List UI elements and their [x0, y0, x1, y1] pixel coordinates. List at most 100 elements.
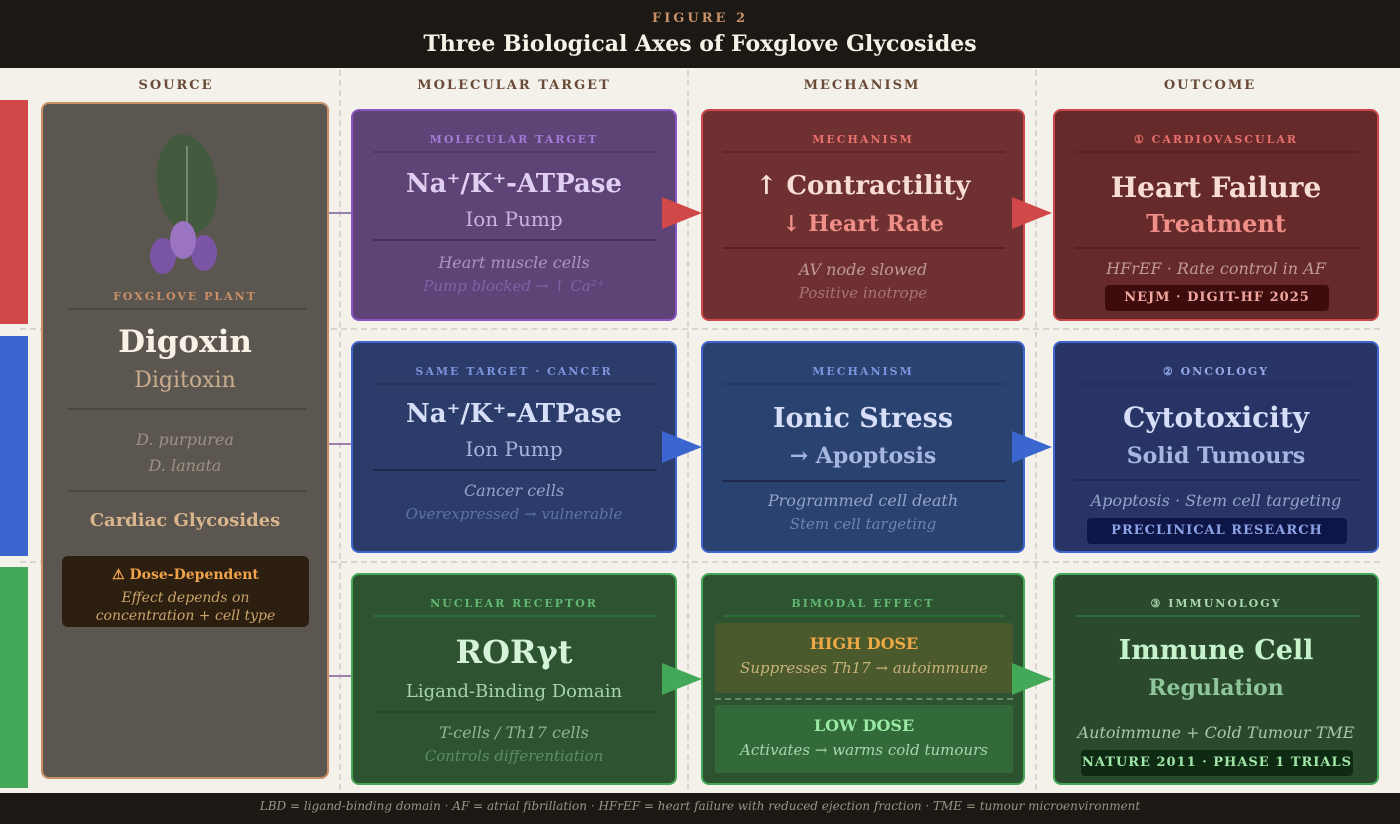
- card-detail: Stem cell targeting: [789, 515, 937, 533]
- card-subtitle: Ion Pump: [465, 437, 563, 461]
- target-card-immunology: NUCLEAR RECEPTOR RORγt Ligand-Binding Do…: [351, 573, 677, 785]
- divider: [373, 151, 657, 153]
- card-label: MECHANISM: [812, 133, 914, 146]
- row-bar-oncology: [0, 336, 28, 556]
- divider: [68, 408, 306, 410]
- low-dose-title: LOW DOSE: [813, 716, 915, 735]
- divider: [723, 151, 1005, 153]
- divider: [1075, 711, 1359, 713]
- divider: [1075, 383, 1359, 385]
- card-detail: Overexpressed → vulnerable: [405, 505, 623, 523]
- divider: [373, 469, 657, 471]
- card-subtitle: Regulation: [1148, 675, 1284, 701]
- row-bar-cardiovascular: [0, 100, 28, 324]
- citation-badge: NATURE 2011 · PHASE 1 TRIALS: [1081, 750, 1353, 776]
- divider: [723, 247, 1005, 249]
- divider: [1075, 247, 1359, 249]
- row-divider: [20, 561, 1380, 563]
- card-label: MOLECULAR TARGET: [429, 133, 599, 146]
- high-dose-title: HIGH DOSE: [809, 634, 919, 653]
- card-title: Cytotoxicity: [1123, 401, 1309, 434]
- arrow-right-icon: [662, 197, 702, 229]
- species-purpurea: D. purpurea: [136, 430, 234, 449]
- card-label: ① CARDIOVASCULAR: [1133, 133, 1299, 146]
- card-title: Na⁺/K⁺-ATPase: [406, 169, 622, 199]
- arrow-right-icon: [1012, 663, 1052, 695]
- card-detail: Apoptosis · Stem cell targeting: [1090, 491, 1342, 510]
- connector-line: [329, 443, 351, 445]
- source-card: FOXGLOVE PLANT Digoxin Digitoxin D. purp…: [41, 102, 329, 779]
- card-title: ↑ Contractility: [755, 171, 971, 201]
- high-dose-text: Suppresses Th17 → autoimmune: [740, 659, 988, 677]
- row-divider: [20, 328, 1380, 330]
- column-header-source: SOURCE: [138, 78, 214, 93]
- card-label: BIMODAL EFFECT: [791, 597, 935, 610]
- figure-header: FIGURE 2 Three Biological Axes of Foxglo…: [0, 0, 1400, 68]
- row-bar-immunology: [0, 567, 28, 788]
- card-subtitle: Solid Tumours: [1126, 443, 1306, 469]
- divider: [373, 711, 657, 713]
- card-label: NUCLEAR RECEPTOR: [430, 597, 598, 610]
- divider: [1075, 479, 1359, 481]
- target-card-cardio: MOLECULAR TARGET Na⁺/K⁺-ATPase Ion Pump …: [351, 109, 677, 321]
- card-subtitle: → Apoptosis: [789, 443, 937, 469]
- column-divider: [1035, 70, 1037, 790]
- card-detail: Autoimmune + Cold Tumour TME: [1077, 723, 1355, 742]
- card-detail: HFrEF · Rate control in AF: [1106, 259, 1326, 278]
- column-header-outcome: OUTCOME: [1163, 78, 1257, 93]
- outcome-card-cardio: ① CARDIOVASCULAR Heart Failure Treatment…: [1053, 109, 1379, 321]
- arrow-right-icon: [1012, 197, 1052, 229]
- divider: [373, 239, 657, 241]
- card-detail: Programmed cell death: [767, 491, 959, 510]
- card-detail: Pump blocked → ↑ Ca²⁺: [423, 277, 605, 295]
- divider: [723, 615, 1005, 617]
- card-label: ② ONCOLOGY: [1162, 365, 1270, 378]
- card-detail: AV node slowed: [798, 260, 928, 279]
- abbreviations-footer: LBD = ligand-binding domain · AF = atria…: [0, 793, 1400, 824]
- connector-line: [329, 675, 351, 677]
- arrow-right-icon: [662, 431, 702, 463]
- target-card-oncology: SAME TARGET · CANCER Na⁺/K⁺-ATPase Ion P…: [351, 341, 677, 553]
- card-title: Ionic Stress: [772, 403, 954, 434]
- low-dose-box: LOW DOSE Activates → warms cold tumours: [715, 705, 1013, 773]
- drug-digoxin: Digoxin: [118, 324, 252, 360]
- divider: [68, 308, 306, 310]
- divider: [723, 383, 1005, 385]
- card-label: SAME TARGET · CANCER: [415, 365, 613, 378]
- card-title: Heart Failure: [1110, 171, 1322, 204]
- mechanism-card-cardio: MECHANISM ↑ Contractility ↓ Heart Rate A…: [701, 109, 1025, 321]
- dose-warning-text: concentration + cell type: [95, 608, 276, 624]
- dose-warning-text: Effect depends on: [121, 590, 250, 606]
- outcome-card-immunology: ③ IMMUNOLOGY Immune Cell Regulation Auto…: [1053, 573, 1379, 785]
- divider: [68, 490, 306, 492]
- outcome-card-oncology: ② ONCOLOGY Cytotoxicity Solid Tumours Ap…: [1053, 341, 1379, 553]
- divider: [373, 383, 657, 385]
- arrow-right-icon: [662, 663, 702, 695]
- foxglove-icon: [150, 134, 218, 274]
- card-subtitle: Ligand-Binding Domain: [405, 681, 623, 702]
- divider: [373, 615, 657, 617]
- figure-title: Three Biological Axes of Foxglove Glycos…: [423, 31, 977, 57]
- card-detail: T-cells / Th17 cells: [439, 723, 589, 742]
- species-lanata: D. lanata: [148, 456, 222, 475]
- card-title: Immune Cell: [1118, 635, 1314, 666]
- divider: [715, 698, 1013, 700]
- mechanism-card-oncology: MECHANISM Ionic Stress → Apoptosis Progr…: [701, 341, 1025, 553]
- card-subtitle: Ion Pump: [465, 207, 563, 231]
- card-title: RORγt: [455, 633, 573, 671]
- card-subtitle: ↓ Heart Rate: [782, 211, 944, 237]
- high-dose-box: HIGH DOSE Suppresses Th17 → autoimmune: [715, 623, 1013, 693]
- divider: [1075, 151, 1359, 153]
- figure-number: FIGURE 2: [651, 11, 749, 26]
- card-detail: Cancer cells: [463, 481, 565, 500]
- low-dose-text: Activates → warms cold tumours: [740, 741, 988, 759]
- card-label: MECHANISM: [812, 365, 914, 378]
- card-detail: Controls differentiation: [424, 747, 604, 765]
- card-title: Na⁺/K⁺-ATPase: [406, 399, 622, 429]
- drug-digitoxin: Digitoxin: [134, 368, 236, 393]
- card-subtitle: Treatment: [1146, 209, 1286, 238]
- drug-class: Cardiac Glycosides: [89, 510, 281, 531]
- dose-warning-title: ⚠ Dose-Dependent: [112, 567, 259, 583]
- column-header-target: MOLECULAR TARGET: [417, 78, 611, 93]
- citation-badge: NEJM · DIGIT-HF 2025: [1105, 285, 1329, 311]
